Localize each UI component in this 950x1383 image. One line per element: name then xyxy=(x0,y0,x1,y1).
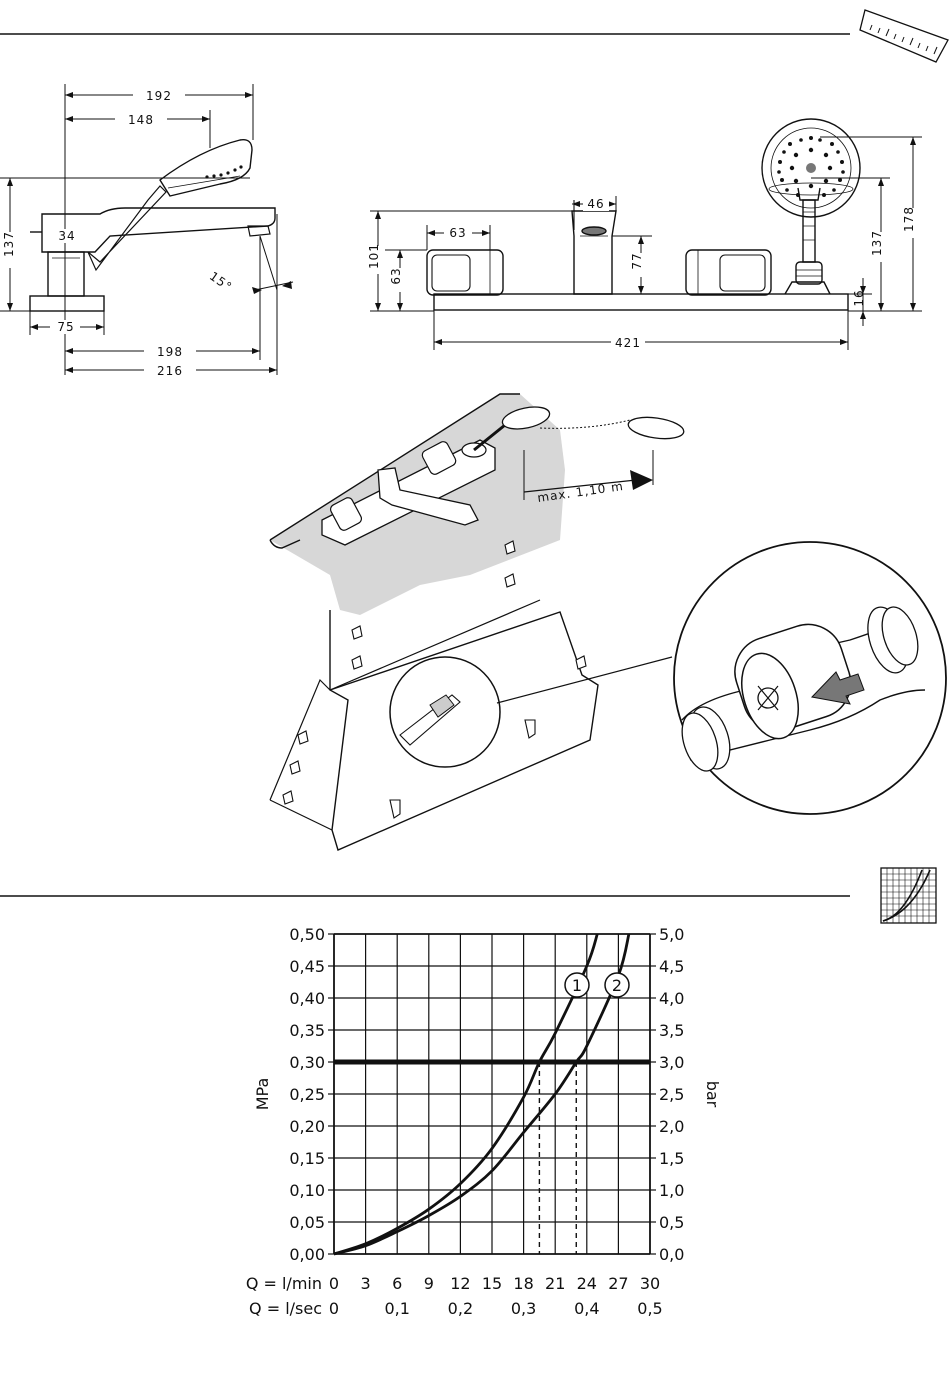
x-tick-label-lmin: 3 xyxy=(361,1274,371,1293)
y-tick-label-right: 3,5 xyxy=(659,1021,684,1040)
dim-137-front: 137 xyxy=(870,230,884,256)
x-tick-label-lsec: 0,5 xyxy=(637,1299,662,1318)
y-tick-label-right: 1,5 xyxy=(659,1149,684,1168)
y-tick-label-left: 0,35 xyxy=(289,1021,325,1040)
dim-137-side: 137 xyxy=(2,231,16,257)
y-tick-label-left: 0,25 xyxy=(289,1085,325,1104)
y-tick-label-right: 0,0 xyxy=(659,1245,684,1264)
y-tick-label-left: 0,50 xyxy=(289,925,325,944)
x-tick-label-lsec: 0,1 xyxy=(384,1299,409,1318)
y-tick-label-left: 0,10 xyxy=(289,1181,325,1200)
series-2-badge: 2 xyxy=(605,973,629,997)
dim-63-height: 63 xyxy=(389,267,403,284)
y-tick-label-right: 4,0 xyxy=(659,989,684,1008)
y-tick-label-left: 0,15 xyxy=(289,1149,325,1168)
x-tick-label-lmin: 12 xyxy=(450,1274,470,1293)
y-tick-label-left: 0,40 xyxy=(289,989,325,1008)
dim-77: 77 xyxy=(630,252,644,269)
x-tick-label-lsec: 0,3 xyxy=(511,1299,536,1318)
y-tick-label-right: 0,5 xyxy=(659,1213,684,1232)
y-tick-label-right: 2,0 xyxy=(659,1117,684,1136)
x-axis-label-lsec: Q = l/sec xyxy=(249,1299,322,1318)
x-tick-label-lmin: 30 xyxy=(640,1274,660,1293)
y-tick-label-right: 5,0 xyxy=(659,925,684,944)
series-1-badge: 1 xyxy=(565,973,589,997)
x-tick-label-lsec: 0,4 xyxy=(574,1299,599,1318)
side-view-drawing xyxy=(30,140,275,311)
dim-216: 216 xyxy=(157,364,183,378)
shower-head-nozzles xyxy=(777,136,845,197)
x-tick-label-lmin: 15 xyxy=(482,1274,502,1293)
x-axis-label-lmin: Q = l/min xyxy=(246,1274,322,1293)
x-tick-label-lmin: 27 xyxy=(608,1274,628,1293)
series-2-label: 2 xyxy=(612,976,622,995)
x-tick-label-lmin: 18 xyxy=(513,1274,533,1293)
x-tick-label-lsec: 0 xyxy=(329,1299,339,1318)
flow-chart-icon xyxy=(881,868,936,923)
x-tick-label-lmin: 9 xyxy=(424,1274,434,1293)
x-tick-label-lsec: 0,2 xyxy=(448,1299,473,1318)
y-tick-label-right: 4,5 xyxy=(659,957,684,976)
y-axis-label-right: bar xyxy=(703,1081,722,1108)
front-view-drawing xyxy=(427,119,860,310)
dim-178: 178 xyxy=(902,206,916,232)
y-tick-label-right: 1,0 xyxy=(659,1181,684,1200)
front-view-dimension-lines xyxy=(370,137,922,350)
series-1-label: 1 xyxy=(572,976,582,995)
y-axis-label-left: MPa xyxy=(253,1078,272,1111)
dim-192: 192 xyxy=(146,89,172,103)
y-tick-label-left: 0,05 xyxy=(289,1213,325,1232)
dim-46: 46 xyxy=(587,197,604,211)
installation-illustration xyxy=(270,394,946,850)
dim-63-width: 63 xyxy=(449,226,466,240)
dim-148: 148 xyxy=(128,113,154,127)
x-tick-label-lmin: 0 xyxy=(329,1274,339,1293)
ruler-icon xyxy=(860,10,948,62)
y-tick-label-right: 3,0 xyxy=(659,1053,684,1072)
dim-16: 16 xyxy=(852,289,866,306)
front-view-arrowheads xyxy=(375,137,916,345)
dim-101: 101 xyxy=(367,243,381,269)
y-tick-label-left: 0,20 xyxy=(289,1117,325,1136)
dim-34: 34 xyxy=(58,229,75,243)
dim-198: 198 xyxy=(157,345,183,359)
dim-75: 75 xyxy=(57,320,74,334)
y-tick-label-left: 0,30 xyxy=(289,1053,325,1072)
y-tick-label-left: 0,00 xyxy=(289,1245,325,1264)
x-tick-label-lmin: 21 xyxy=(545,1274,565,1293)
x-tick-label-lmin: 6 xyxy=(392,1274,402,1293)
dim-15-degree: 15° xyxy=(207,269,235,294)
dim-421: 421 xyxy=(615,336,641,350)
y-tick-label-left: 0,45 xyxy=(289,957,325,976)
y-tick-label-right: 2,5 xyxy=(659,1085,684,1104)
x-tick-label-lmin: 24 xyxy=(577,1274,597,1293)
